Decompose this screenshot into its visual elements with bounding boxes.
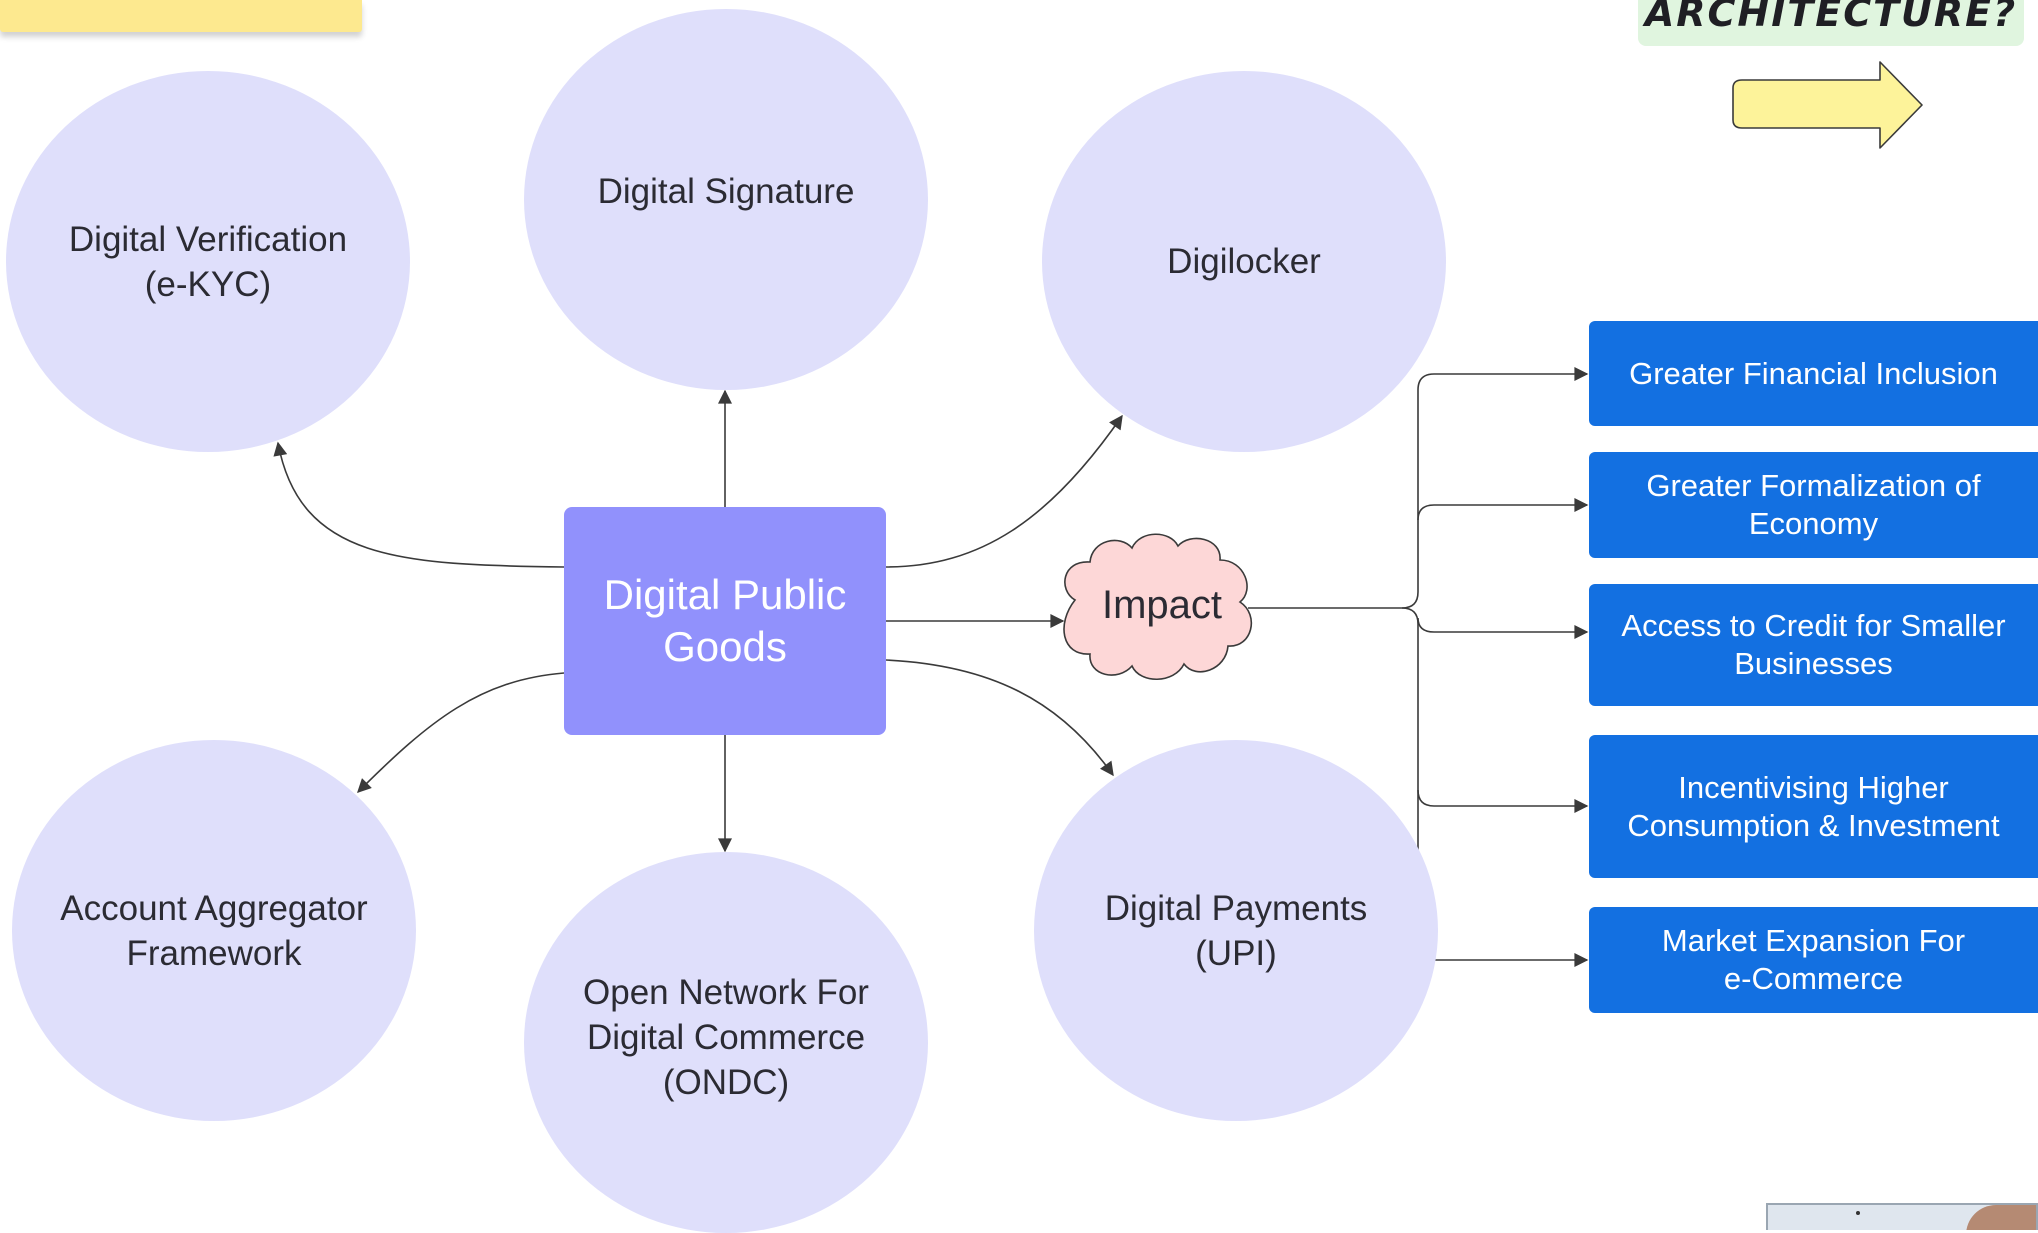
connector-to-account-aggregator	[357, 672, 565, 793]
outcome-label: Greater Financial Inclusion	[1629, 355, 1998, 391]
impact-cloud-shape	[1063, 533, 1253, 680]
circle-digital-payments[interactable]: Digital Payments (UPI)	[1034, 740, 1438, 1121]
connector-to-payments	[885, 659, 1114, 777]
impact-label: Impact	[1101, 582, 1223, 627]
green-note-text: ARCHITECTURE?	[1644, 0, 2018, 35]
camera-dot-icon	[1856, 1211, 1860, 1215]
connector-to-digilocker	[885, 414, 1123, 568]
outcome-label: Access to Credit for Smaller Businesses	[1621, 608, 2006, 681]
circle-label: Digital Payments (UPI)	[1104, 888, 1368, 973]
outcome-label: Market Expansion For e-Commerce	[1661, 923, 1966, 996]
outcome-market-expansion[interactable]: Market Expansion For e-Commerce	[1589, 907, 2038, 1013]
video-thumbnail[interactable]	[1766, 1203, 2038, 1230]
circle-label: Digilocker	[1167, 242, 1321, 281]
circle-label: Digital Signature	[597, 172, 855, 211]
yellow-arrow-shape	[1732, 61, 1923, 149]
outcome-label: Greater Formalization of Economy	[1646, 468, 1981, 541]
impact-node[interactable]: Impact	[1062, 575, 1262, 635]
participant-avatar	[1966, 1205, 2036, 1230]
green-sticky-note[interactable]: ARCHITECTURE?	[1638, 0, 2024, 46]
connector-to-verification	[273, 441, 565, 568]
circle-label: Digital Verification (e-KYC)	[68, 219, 348, 304]
circle-digital-signature[interactable]: Digital Signature	[524, 9, 928, 390]
impact-bus	[1248, 367, 1589, 609]
outcome-formalization[interactable]: Greater Formalization of Economy	[1589, 452, 2038, 558]
circle-label: Open Network For Digital Commerce (ONDC)	[583, 973, 869, 1102]
circle-label: Account Aggregator Framework	[60, 888, 368, 973]
center-label: Digital Public Goods	[603, 571, 847, 670]
digital-public-goods-node[interactable]: Digital Public Goods	[564, 507, 886, 735]
outcome-access-to-credit[interactable]: Access to Credit for Smaller Businesses	[1589, 584, 2038, 706]
outcome-financial-inclusion[interactable]: Greater Financial Inclusion	[1589, 321, 2038, 426]
circle-digital-verification[interactable]: Digital Verification (e-KYC)	[6, 71, 410, 452]
circle-account-aggregator[interactable]: Account Aggregator Framework	[12, 740, 416, 1121]
outcome-label: Incentivising Higher Consumption & Inves…	[1627, 769, 2000, 843]
yellow-sticky-note[interactable]	[0, 0, 362, 32]
circle-ondc[interactable]: Open Network For Digital Commerce (ONDC)	[524, 852, 928, 1233]
circle-digilocker[interactable]: Digilocker	[1042, 71, 1446, 452]
outcome-higher-consumption[interactable]: Incentivising Higher Consumption & Inves…	[1589, 735, 2038, 878]
